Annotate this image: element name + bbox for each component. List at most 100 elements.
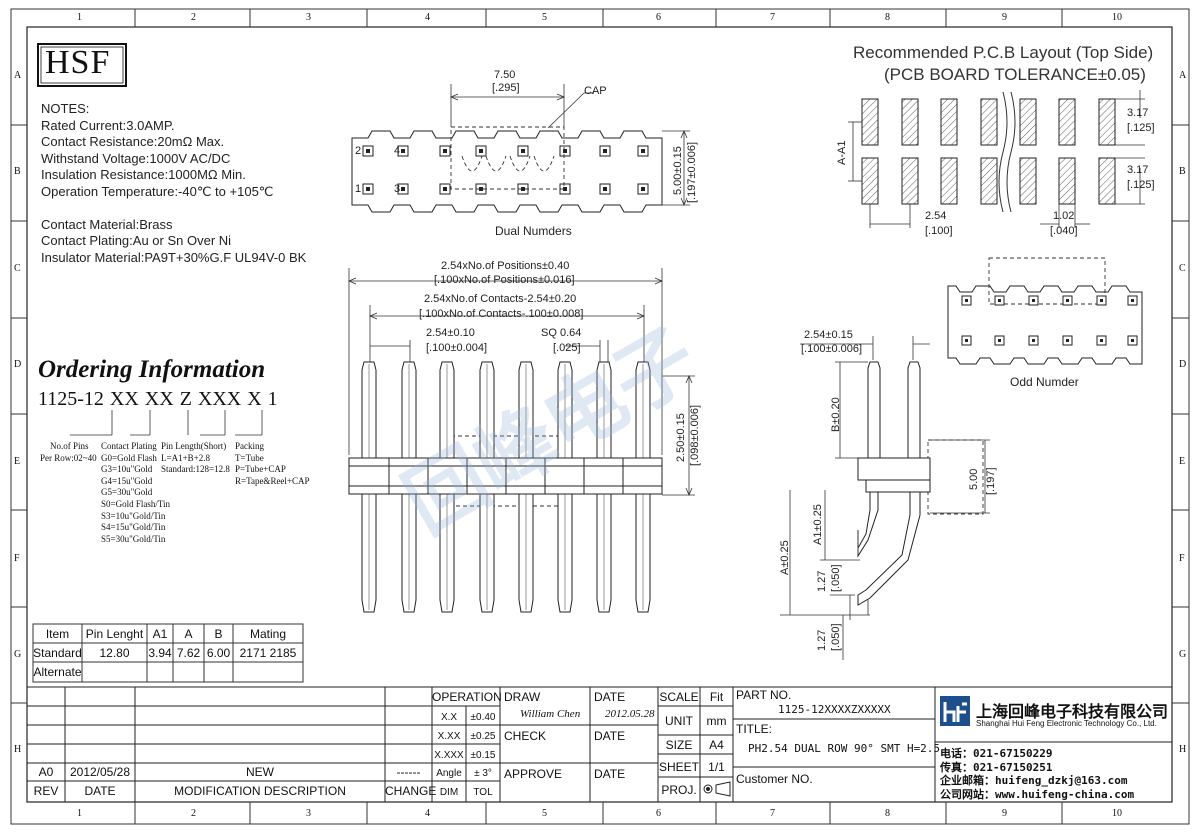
tol-key: X.XXX [434, 750, 464, 761]
h-dim-in: [.197] [985, 467, 997, 495]
note-line: Contact Material:Brass [41, 216, 173, 232]
cap-label: CAP [584, 85, 607, 97]
tol-key: X.X [440, 712, 458, 723]
operation-label: OPERATION [432, 690, 502, 704]
title-value: PH2.54 DUAL ROW 90° SMT H=2.5 [748, 742, 941, 755]
table-cell: 2171 2185 [239, 646, 297, 660]
height-dim-in: [.098±0.006] [689, 404, 701, 466]
contacts-dim: 2.54xNo.of Contacts-2.54±0.20 [424, 293, 577, 305]
sq-dim-in: [.025] [553, 342, 581, 354]
note-line [41, 200, 306, 217]
website: 公司网站：www.huifeng-china.com [940, 787, 1135, 801]
approve-label: APPROVE [504, 767, 563, 781]
top-width-dim-in: [.295] [492, 82, 520, 94]
pcb-pitch-bot: 3.17 [1127, 164, 1149, 176]
pin-label: 4 [394, 145, 401, 157]
a1-dim: A1±0.25 [812, 504, 824, 545]
note-line: Contact Resistance:20mΩ Max. [41, 134, 225, 149]
table-header: A [184, 627, 193, 641]
rev-desc-value: NEW [246, 765, 274, 779]
tol-value: ±0.25 [470, 731, 496, 742]
h-dim: 5.00 [968, 468, 980, 490]
note-line: Withstand Voltage:1000V AC/DC [41, 150, 231, 166]
table-cell: Standard [33, 646, 82, 660]
rev-change-header: CHANGE [385, 784, 437, 798]
pcb-subtitle: (PCB BOARD TOLERANCE±0.05) [884, 65, 1146, 84]
hsf-logo: HSF [45, 44, 111, 81]
table-header: A1 [152, 627, 168, 641]
d127a-dim-in: [.050] [830, 564, 842, 592]
tol-key: Angle [436, 768, 462, 779]
rev-value: A0 [38, 765, 54, 779]
pin-label: 2 [355, 145, 362, 157]
ordering-plating: Contact Plating G0=Gold Flash G3=10u"Gol… [101, 441, 171, 544]
pcb-pitch-in: [.100] [925, 225, 953, 237]
rev-date-header: DATE [84, 784, 116, 798]
scale-value: Fit [709, 690, 724, 704]
part-no-label: PART NO. [736, 688, 792, 702]
rev-change-value: ------ [396, 765, 421, 779]
phone: 电话：021-67150229 [940, 747, 1053, 760]
a-dim: A±0.25 [779, 540, 791, 575]
note-line: Insulator Material:PA9T+30%G.F UL94V-0 B… [41, 249, 307, 265]
table-header: Item [45, 627, 70, 641]
company-contacts: 电话：021-67150229 传真：021-67150251 企业邮箱：hui… [940, 747, 1134, 801]
company-name-en: Shanghai Hui Feng Electronic Technology … [976, 719, 1157, 728]
ordering-pins: No.of Pins Per Row:02~40 [40, 441, 97, 463]
pcb-pitch: 2.54 [925, 210, 947, 222]
dim-label: DIM [439, 787, 459, 798]
ordering-packing: Packing T=Tube P=Tube+CAP R=Tape&Reel+CA… [235, 441, 310, 486]
company-name-cn: 上海回峰电子科技有限公司 [976, 704, 1169, 721]
tol-value: ± 3° [474, 768, 492, 779]
ordering-length: Pin Length(Short) L=A1+B+2.8 Standard:12… [161, 441, 230, 475]
sheet-value: 1/1 [708, 760, 725, 774]
table-header: Mating [249, 627, 287, 641]
note-line: Rated Current:3.0AMP. [41, 117, 175, 133]
scale-label: SCALE [659, 690, 699, 704]
top-height-dim: 5.00±0.15 [672, 146, 684, 195]
ordering-title: Ordering Information [38, 356, 266, 383]
ordering-code: 1125-12 XX XX Z XXX X 1 [38, 388, 278, 410]
top-view-caption: Dual Numders [495, 224, 572, 238]
top-height-dim-in: [.197±0.006] [686, 141, 698, 203]
positions-dim-in: [.100xNo.of Positions±0.016] [434, 274, 575, 286]
pin-label: 3 [394, 183, 401, 195]
draw-label: DRAW [504, 690, 541, 704]
date-label: DATE [594, 690, 626, 704]
approve-date-label: DATE [594, 767, 626, 781]
tol-value: ±0.40 [470, 712, 496, 723]
rev-desc-header: MODIFICATION DESCRIPTION [174, 784, 346, 798]
table-cell: Alternate [33, 665, 82, 679]
pcb-pad: 1.02 [1053, 210, 1075, 222]
check-date-label: DATE [594, 729, 626, 743]
notes-block: NOTES: Rated Current:3.0AMP. Contact Res… [41, 101, 306, 266]
draw-date: 2012.05.28 [605, 708, 655, 720]
pcb-title: Recommended P.C.B Layout (Top Side) [853, 43, 1154, 62]
d127b-dim: 1.27 [816, 629, 828, 651]
table-header: Pin Lenght [85, 627, 144, 641]
pcb-pad-in: [.040] [1050, 225, 1078, 237]
rev-date-value: 2012/05/28 [69, 765, 131, 779]
d127b-dim-in: [.050] [830, 623, 842, 651]
note-line: Operation Temperature:-40℃ to +105℃ [41, 183, 274, 199]
pcb-pitch-top: 3.17 [1127, 107, 1149, 119]
sheet-label: SHEET [658, 760, 699, 774]
size-value: A4 [709, 738, 724, 752]
pin-label: 1 [355, 183, 362, 195]
table-cell: 12.80 [99, 646, 130, 660]
pitch-dim: 2.54±0.10 [426, 327, 475, 339]
contacts-dim-in: [.100xNo.of Contacts-.100±0.008] [419, 308, 584, 320]
drawer-signature: William Chen [520, 708, 581, 720]
email: 企业邮箱：huifeng_dzkj@163.com [940, 774, 1128, 787]
note-line: Insulation Resistance:1000MΩ Min. [41, 167, 246, 182]
d127a-dim: 1.27 [816, 570, 828, 592]
proj-label: PROJ. [661, 783, 697, 797]
table-cell: 6.00 [206, 646, 231, 660]
title-label: TITLE: [736, 722, 773, 736]
pitch-dim-in: [.100±0.004] [426, 342, 488, 354]
pcb-aa1: A-A1 [836, 140, 848, 165]
table-cell: 3.94 [148, 646, 172, 660]
tol-key: X.XX [437, 731, 461, 742]
tol-value: ±0.15 [470, 750, 496, 761]
